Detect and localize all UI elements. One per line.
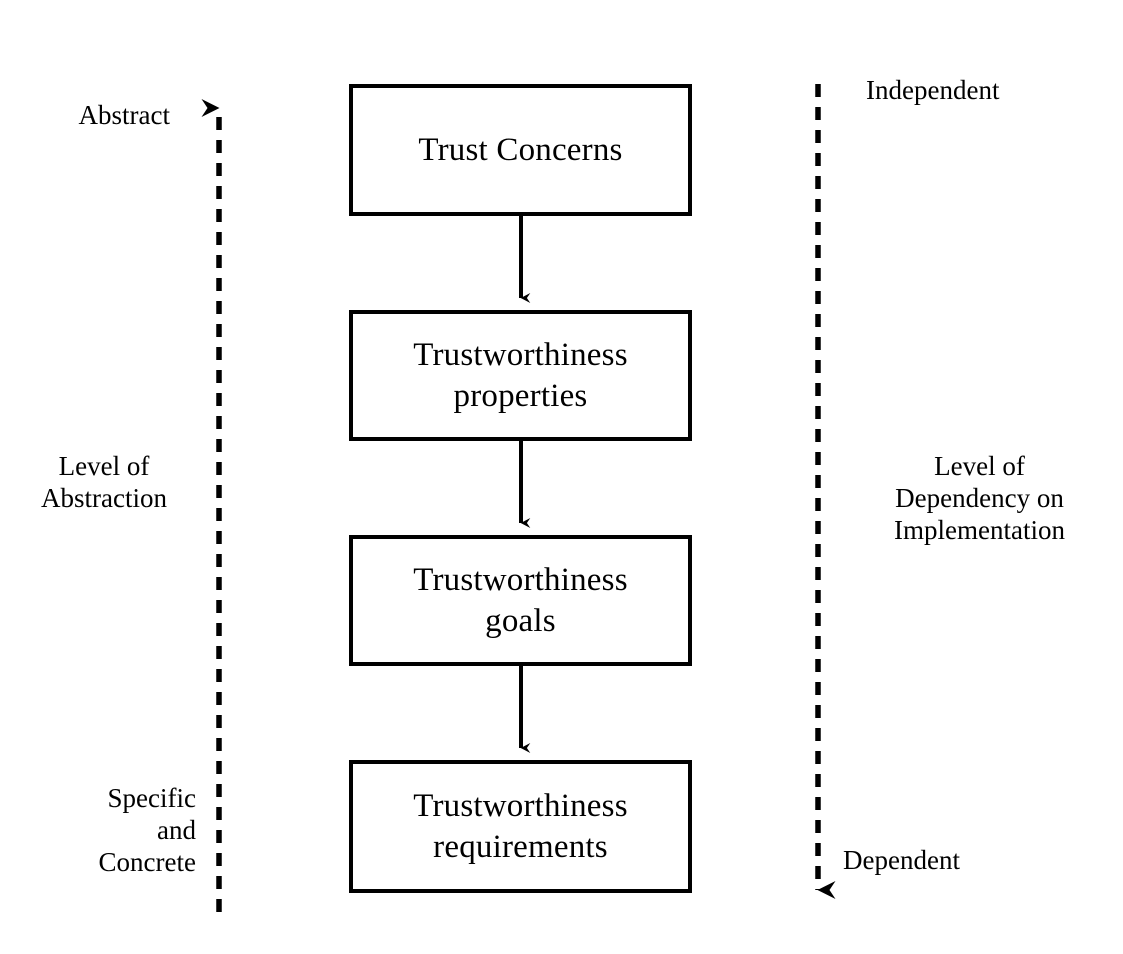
- right-axis-top-label: Independent: [866, 75, 1000, 105]
- node-trustworthiness-goals-label: Trustworthiness goals: [413, 562, 628, 639]
- node-trust-concerns-label: Trust Concerns: [418, 131, 623, 168]
- right-axis-bottom-label: Dependent: [843, 845, 960, 875]
- left-axis-bottom-label: Specific and Concrete: [98, 783, 196, 877]
- node-trustworthiness-requirements-label: Trustworthiness requirements: [413, 788, 628, 865]
- left-axis-top-label: Abstract: [78, 100, 170, 130]
- node-trustworthiness-properties[interactable]: Trustworthiness properties: [349, 310, 692, 441]
- node-trust-concerns[interactable]: Trust Concerns: [349, 84, 692, 216]
- node-trustworthiness-goals[interactable]: Trustworthiness goals: [349, 535, 692, 666]
- node-trustworthiness-requirements[interactable]: Trustworthiness requirements: [349, 760, 692, 893]
- right-axis-middle-label: Level of Dependency on Implementation: [894, 451, 1065, 545]
- left-axis-middle-label: Level of Abstraction: [41, 451, 167, 513]
- node-trustworthiness-properties-label: Trustworthiness properties: [413, 337, 628, 414]
